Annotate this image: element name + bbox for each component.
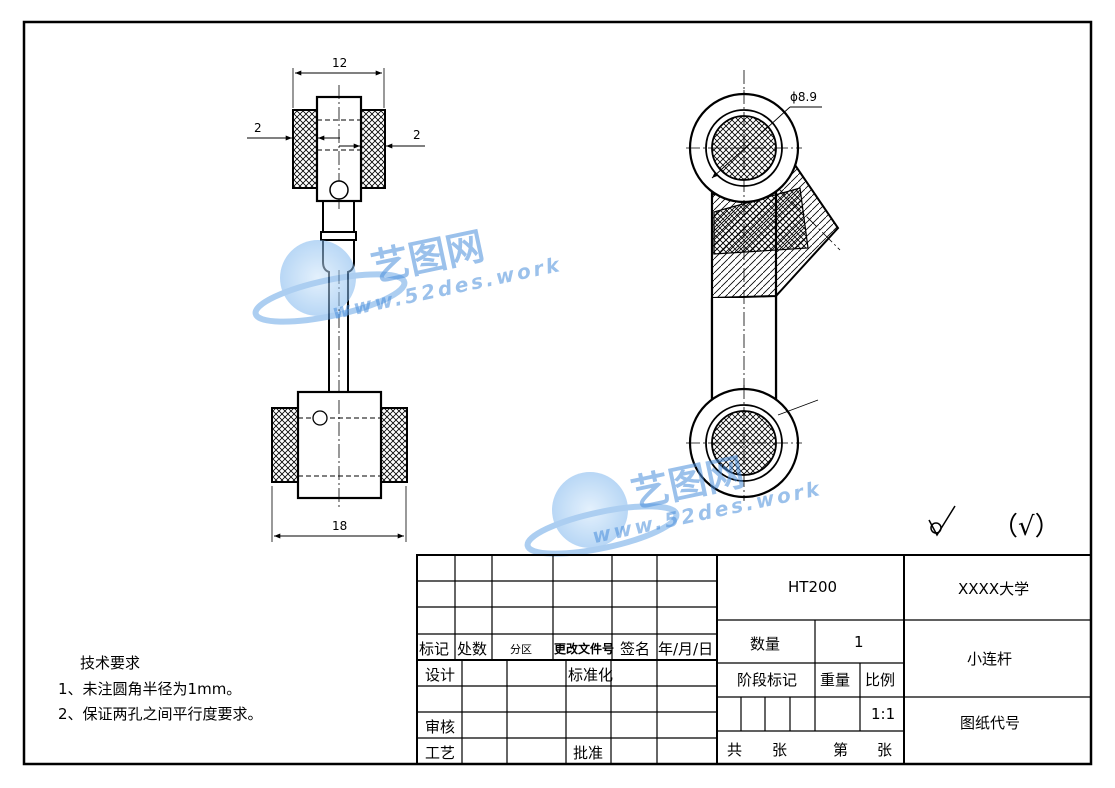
rev-mark-header: 标记: [419, 640, 450, 658]
rev-signature-header: 签名: [620, 640, 651, 658]
rev-count-header: 处数: [457, 640, 488, 658]
dim-2-right-label: 2: [413, 128, 421, 142]
top-knurl-left: [292, 109, 318, 189]
rev-zone-header: 分区: [510, 643, 532, 656]
rev-change-doc-header: 更改文件号: [554, 642, 615, 656]
surface-finish-note: （√）: [992, 512, 1061, 542]
dim-diameter-label: ϕ8.9: [790, 90, 817, 104]
quantity-label: 数量: [750, 635, 781, 653]
side-view: [686, 70, 841, 501]
dim-2-left-label: 2: [254, 121, 262, 135]
scale-label: 比例: [865, 671, 896, 689]
total-label: 共: [727, 741, 743, 759]
top-pin-hole: [329, 180, 349, 200]
sheet-label: 张: [877, 741, 893, 759]
sheet-no-label: 第: [833, 741, 849, 759]
bottom-knurl-left: [271, 407, 299, 483]
scale-value: 1:1: [871, 705, 896, 723]
role-process: 工艺: [425, 744, 456, 762]
tech-req-title: 技术要求: [80, 654, 141, 672]
part-name: 小连杆: [967, 650, 1013, 668]
title-block: [416, 554, 1092, 765]
top-knurl-right: [360, 109, 386, 189]
drawing-no-label: 图纸代号: [960, 714, 1021, 732]
bottom-boss: [296, 390, 383, 500]
role-review: 审核: [425, 718, 456, 736]
rev-date-header: 年/月/日: [658, 640, 714, 658]
weight-label: 重量: [820, 671, 851, 689]
front-view: [247, 68, 425, 542]
tech-req-item: 1、未注圆角半径为1mm。: [58, 680, 242, 698]
role-approve: 批准: [573, 744, 604, 762]
watermark-logo-2: [524, 472, 680, 557]
role-design: 设计: [425, 666, 456, 684]
watermark-logo-1: [252, 240, 408, 325]
material-value: HT200: [788, 578, 838, 596]
surface-finish-symbol: [928, 505, 956, 537]
bottom-pin-hole: [312, 410, 328, 426]
school-name: XXXX大学: [958, 580, 1030, 598]
sheets-label: 张: [772, 741, 788, 759]
dim-18-label: 18: [332, 519, 348, 533]
bottom-knurl-right: [380, 407, 408, 483]
stage-mark-label: 阶段标记: [737, 671, 798, 689]
dim-dia-leader: [711, 106, 791, 179]
quantity-value: 1: [854, 633, 864, 651]
role-standardize: 标准化: [568, 666, 614, 684]
dim-12-label: 12: [332, 56, 348, 70]
tech-req-item: 2、保证两孔之间平行度要求。: [58, 705, 263, 723]
